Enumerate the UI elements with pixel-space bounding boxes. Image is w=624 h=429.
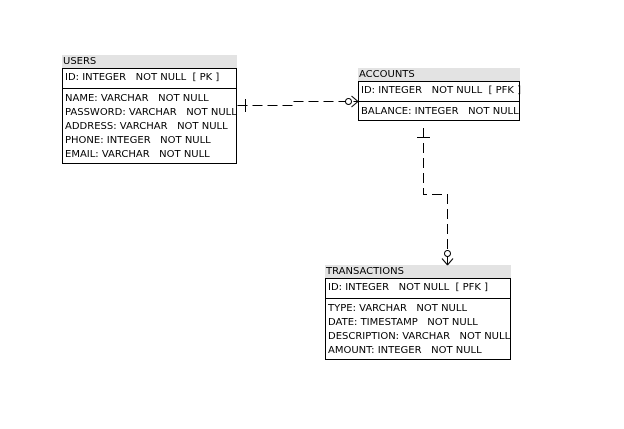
primary-key-section: ID: INTEGER NOT NULL [ PK ] bbox=[63, 69, 236, 89]
attribute-section: TYPE: VARCHAR NOT NULL DATE: TIMESTAMP N… bbox=[326, 299, 510, 359]
crowfoot-marker bbox=[447, 258, 454, 266]
attribute-section: BALANCE: INTEGER NOT NULL bbox=[359, 102, 519, 120]
entity-title: USERS bbox=[62, 55, 237, 68]
entity-users[interactable]: USERS ID: INTEGER NOT NULL [ PK ] NAME: … bbox=[62, 55, 237, 164]
zero-marker bbox=[345, 98, 352, 105]
attribute-row: DATE: TIMESTAMP NOT NULL bbox=[328, 317, 478, 328]
entity-title: TRANSACTIONS bbox=[325, 265, 511, 278]
crowfoot-marker bbox=[441, 258, 448, 266]
attribute-row: PASSWORD: VARCHAR NOT NULL bbox=[65, 107, 237, 118]
attribute-row: ADDRESS: VARCHAR NOT NULL bbox=[65, 121, 228, 132]
relationship-accounts-transactions[interactable] bbox=[417, 128, 454, 266]
entity-accounts[interactable]: ACCOUNTS ID: INTEGER NOT NULL [ PFK ] BA… bbox=[358, 68, 521, 121]
pk-attribute: ID: INTEGER NOT NULL [ PFK ] bbox=[328, 282, 489, 293]
entity-title: ACCOUNTS bbox=[358, 68, 520, 81]
crowfoot-marker bbox=[351, 101, 359, 108]
zero-marker bbox=[444, 250, 451, 257]
attribute-row: NAME: VARCHAR NOT NULL bbox=[65, 93, 209, 104]
attribute-row: EMAIL: VARCHAR NOT NULL bbox=[65, 149, 210, 160]
entity-body: ID: INTEGER NOT NULL [ PFK ] TYPE: VARCH… bbox=[325, 278, 511, 360]
entity-transactions[interactable]: TRANSACTIONS ID: INTEGER NOT NULL [ PFK … bbox=[325, 265, 511, 360]
attribute-row: DESCRIPTION: VARCHAR NOT NULL bbox=[328, 331, 511, 342]
relationship-users-accounts[interactable] bbox=[237, 95, 359, 112]
crowfoot-marker bbox=[351, 95, 359, 102]
primary-key-section: ID: INTEGER NOT NULL [ PFK ] bbox=[326, 279, 510, 299]
entity-body: ID: INTEGER NOT NULL [ PFK ] BALANCE: IN… bbox=[358, 81, 521, 121]
pk-attribute: ID: INTEGER NOT NULL [ PK ] bbox=[65, 72, 220, 83]
attribute-row: BALANCE: INTEGER NOT NULL bbox=[361, 106, 519, 117]
entity-body: ID: INTEGER NOT NULL [ PK ] NAME: VARCHA… bbox=[62, 68, 237, 164]
attribute-row: TYPE: VARCHAR NOT NULL bbox=[328, 303, 468, 314]
attribute-section: NAME: VARCHAR NOT NULL PASSWORD: VARCHAR… bbox=[63, 89, 237, 163]
attribute-row: PHONE: INTEGER NOT NULL bbox=[65, 135, 211, 146]
attribute-row: AMOUNT: INTEGER NOT NULL bbox=[328, 345, 482, 356]
